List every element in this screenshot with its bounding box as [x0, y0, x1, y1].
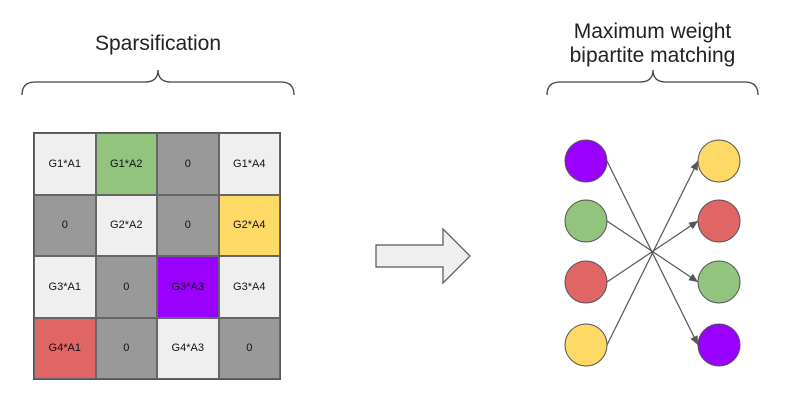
left-node	[564, 199, 608, 243]
matrix-cell: 0	[34, 194, 96, 256]
left-node	[564, 260, 608, 304]
matrix-cell: G2*A2	[95, 194, 157, 256]
right-node	[697, 139, 741, 183]
matching-title-line-1: Maximum weight	[573, 20, 732, 43]
right-node	[697, 260, 741, 304]
matrix-cell: 0	[95, 256, 157, 318]
matrix-cell: G2*A4	[218, 194, 280, 256]
matrix-cell: 0	[157, 133, 219, 195]
matching-edge	[606, 160, 699, 346]
right-brace	[546, 69, 759, 96]
matrix-cell: G3*A1	[34, 256, 96, 318]
matrix-cell: G3*A4	[218, 256, 280, 318]
matrix-cell: G4*A1	[34, 317, 96, 379]
matrix-cell: 0	[157, 194, 219, 256]
matrix-cell: G4*A3	[157, 317, 219, 379]
matrix-cell: G1*A1	[34, 133, 96, 195]
right-node	[697, 199, 741, 243]
matrix-cell: 0	[218, 317, 280, 379]
transform-arrow	[375, 227, 471, 285]
matching-edges	[606, 160, 699, 346]
matrix-cell: G1*A2	[95, 133, 157, 195]
left-brace	[21, 69, 295, 96]
left-node	[564, 323, 608, 367]
matching-title-line-2: bipartite matching	[569, 44, 736, 67]
right-node	[697, 323, 741, 367]
bipartite-nodes	[564, 139, 741, 367]
matching-edge	[606, 220, 699, 283]
sparsification-title: Sparsification	[94, 32, 222, 55]
matrix-cell: 0	[95, 317, 157, 379]
matrix-cell: G3*A3	[157, 256, 219, 318]
matching-title: Maximum weight bipartite matching	[540, 20, 765, 68]
matrix-cell: G1*A4	[218, 133, 280, 195]
left-node	[564, 139, 608, 183]
